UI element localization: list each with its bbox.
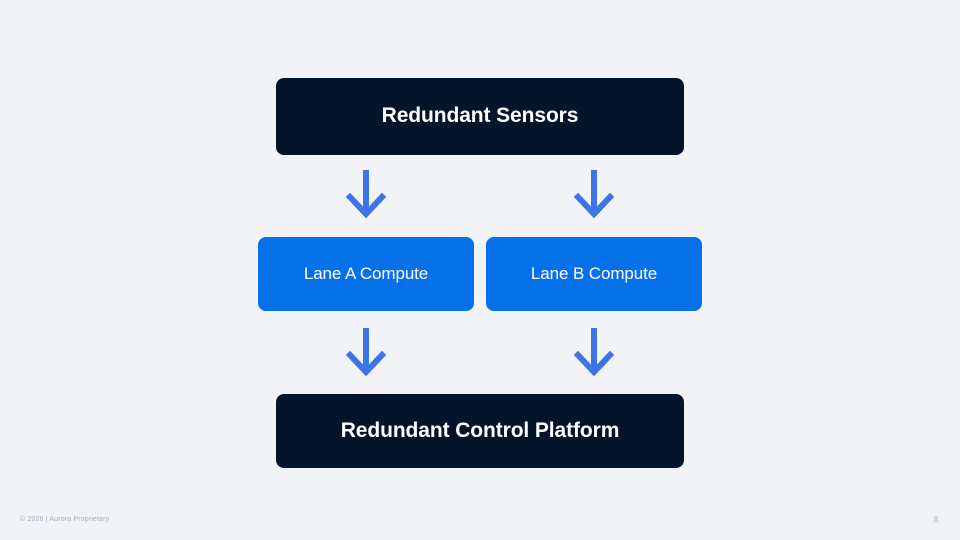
node-redundant-sensors-label: Redundant Sensors — [381, 104, 579, 128]
down-arrow-icon-lane-b-to-platform — [572, 328, 616, 378]
footer-copyright: © 2026 | Aurora Proprietary — [20, 516, 110, 523]
node-lane-b-compute[interactable]: Lane B Compute — [486, 237, 702, 311]
down-arrow-icon-sensors-to-lane-b — [572, 170, 616, 220]
node-redundant-control-platform-label: Redundant Control Platform — [340, 418, 620, 442]
node-lane-a-compute-label: Lane A Compute — [303, 264, 429, 284]
node-redundant-control-platform[interactable]: Redundant Control Platform — [276, 394, 684, 468]
node-lane-a-compute[interactable]: Lane A Compute — [258, 237, 474, 311]
down-arrow-icon-lane-a-to-platform — [344, 328, 388, 378]
node-lane-b-compute-label: Lane B Compute — [530, 264, 658, 284]
node-redundant-sensors[interactable]: Redundant Sensors — [276, 78, 684, 155]
down-arrow-icon-sensors-to-lane-a — [344, 170, 388, 220]
footer-page-number: 8 — [933, 515, 939, 524]
